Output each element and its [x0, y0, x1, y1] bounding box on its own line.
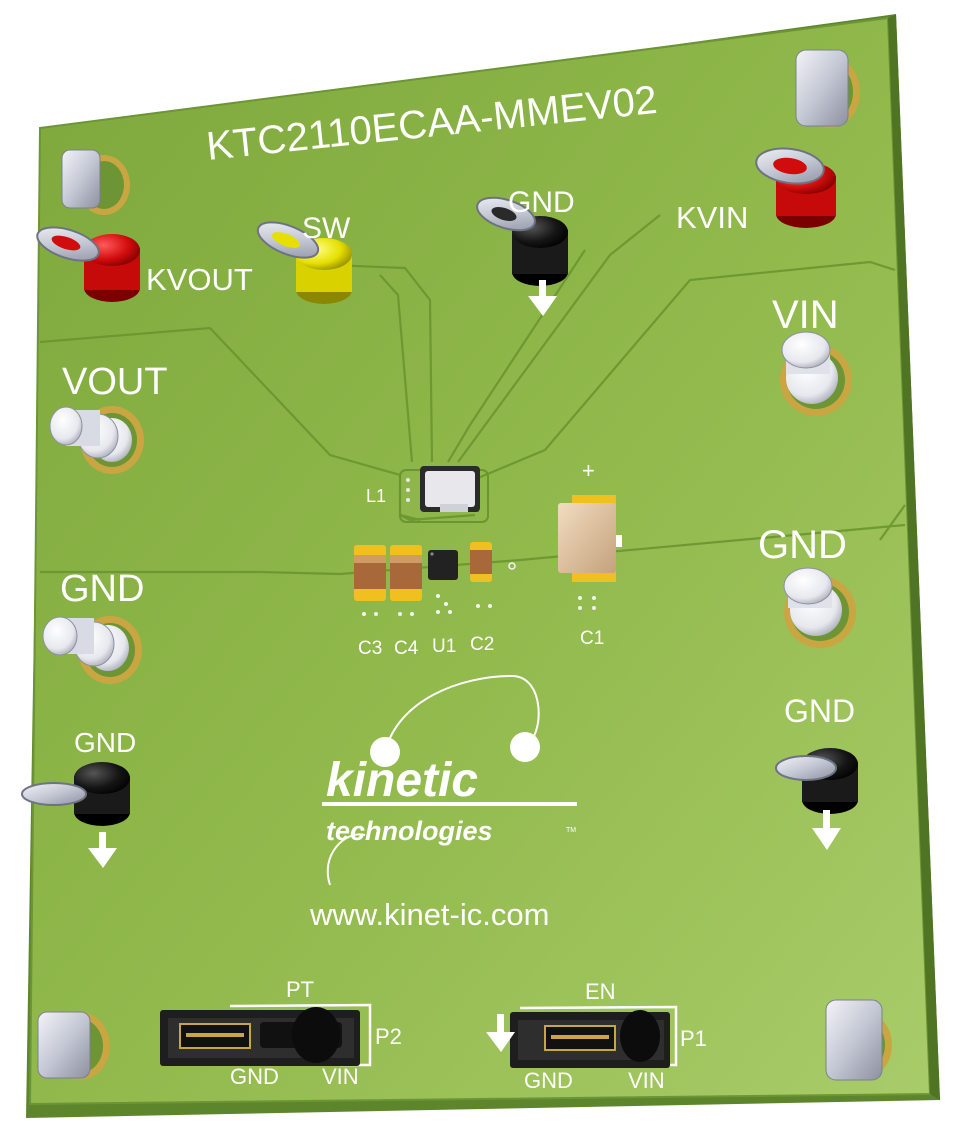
p1-top-label: EN — [585, 979, 616, 1004]
c3-label: C3 — [358, 638, 382, 659]
vin-label: VIN — [772, 293, 839, 337]
c4-label: C4 — [394, 638, 419, 659]
standoff-top-right — [795, 49, 860, 128]
gnd-left-post[interactable] — [21, 762, 130, 826]
p1-gnd-label: GND — [524, 1068, 573, 1093]
gnd-top-label: GND — [508, 186, 575, 219]
p2-vin-label: VIN — [322, 1064, 359, 1089]
kvout-test-point[interactable] — [33, 221, 140, 302]
gnd-left-arrow-icon — [88, 832, 117, 868]
gnd-left-label: GND — [60, 568, 144, 610]
vout-label: VOUT — [62, 361, 168, 403]
sw-label: SW — [302, 212, 351, 245]
standoff-top-left — [61, 149, 130, 215]
p2-top-label: PT — [286, 977, 314, 1002]
p1-arrow-icon — [486, 1014, 515, 1052]
standoff-bottom-left — [37, 1011, 110, 1080]
c1-polarity-label: + — [582, 458, 595, 483]
copper-traces — [39, 214, 906, 576]
l1-label: L1 — [366, 486, 386, 506]
gnd-top-test-point[interactable] — [473, 191, 568, 286]
gnd-left-post-label: GND — [74, 727, 136, 758]
gnd-top-arrow-icon — [528, 280, 557, 316]
website-label: www.kinet-ic.com — [309, 897, 549, 932]
c2-label: C2 — [470, 634, 494, 655]
vin-jack[interactable] — [780, 331, 852, 416]
p1-name: P1 — [680, 1026, 707, 1051]
inductor-l1 — [399, 466, 489, 523]
jumper-p2[interactable] — [160, 1003, 372, 1067]
capacitor-c3 — [354, 545, 386, 601]
kvout-label: KVOUT — [146, 262, 253, 297]
gnd-right-post[interactable] — [775, 748, 858, 814]
vout-jack[interactable] — [49, 406, 144, 474]
jumper-p1[interactable] — [510, 1005, 678, 1068]
p2-name: P2 — [375, 1024, 402, 1049]
sw-test-point[interactable] — [253, 215, 352, 304]
p2-gnd-label: GND — [230, 1064, 279, 1089]
c1-label: C1 — [580, 628, 604, 649]
gnd-right-jack[interactable] — [783, 567, 856, 648]
gnd-right-label: GND — [758, 523, 847, 567]
kvin-label: KVIN — [676, 200, 748, 235]
p1-vin-label: VIN — [628, 1068, 665, 1093]
kvin-test-point[interactable] — [754, 144, 836, 228]
kinetic-logo: kinetic technologies TM — [322, 674, 577, 886]
kinetic-wordmark: kinetic — [326, 754, 478, 807]
gnd-left-jack[interactable] — [42, 616, 142, 684]
capacitor-c4 — [390, 545, 422, 601]
vias — [362, 562, 596, 616]
gnd-right-arrow-icon — [812, 810, 841, 850]
trademark-mark: TM — [566, 827, 576, 834]
standoff-bottom-right — [825, 999, 892, 1081]
u1-label: U1 — [432, 636, 456, 657]
technologies-wordmark: technologies — [326, 816, 493, 846]
capacitor-c1 — [558, 495, 622, 582]
ic-u1 — [428, 550, 458, 580]
gnd-right-post-label: GND — [784, 693, 855, 729]
capacitor-c2 — [470, 542, 492, 582]
